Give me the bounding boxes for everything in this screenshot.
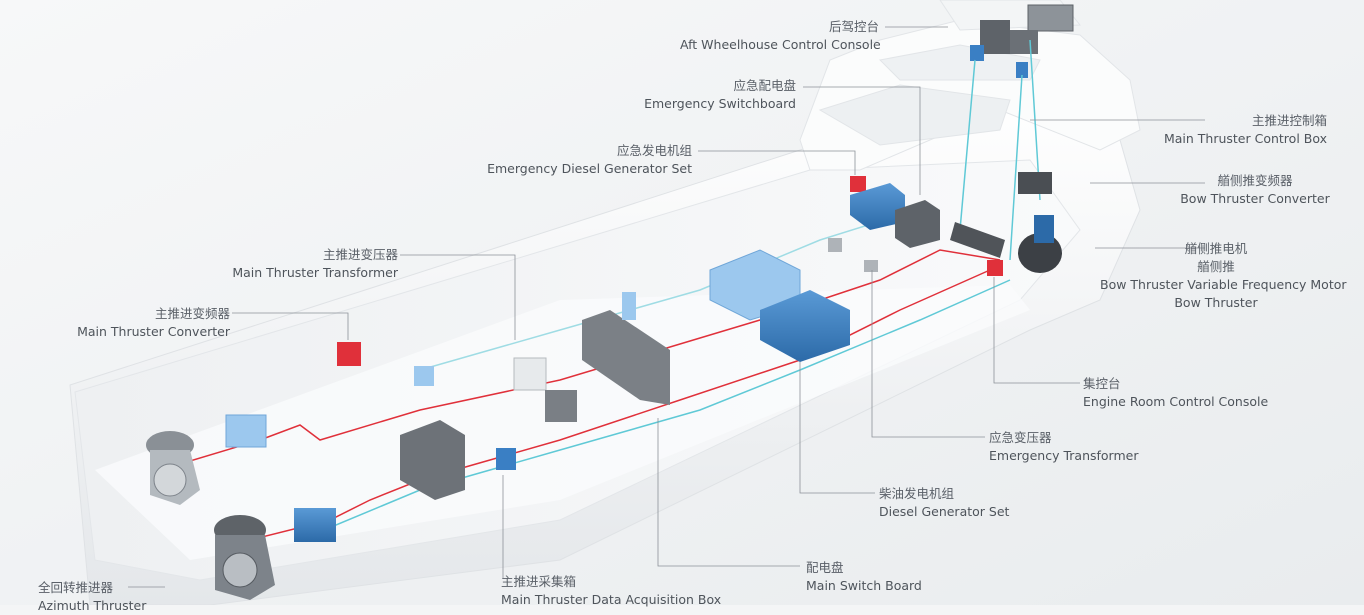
label-bow-thruster-converter: 艏侧推变频器 Bow Thruster Converter — [1180, 172, 1330, 208]
label-main-switch-board: 配电盘 Main Switch Board — [806, 559, 922, 595]
emergency-generator — [850, 183, 905, 230]
label-en: Main Switch Board — [806, 578, 922, 593]
label-zh: 主推进控制箱 — [1251, 113, 1327, 128]
main-switch-board-unit — [582, 310, 670, 405]
label-zh: 应急变压器 — [989, 430, 1052, 445]
label-main-thruster-transformer: 主推进变压器 Main Thruster Transformer — [230, 246, 398, 282]
leader-lines — [128, 26, 1205, 588]
engine-room-console-unit — [950, 222, 1005, 258]
main-thruster-converter-marker — [337, 342, 361, 366]
label-diesel-generator: 柴油发电机组 Diesel Generator Set — [879, 485, 1009, 521]
label-main-thruster-control-box: 主推进控制箱 Main Thruster Control Box — [1160, 112, 1327, 148]
engine-room-console-marker — [987, 260, 1003, 276]
label-aft-wheelhouse: 后驾控台 Aft Wheelhouse Control Console — [680, 18, 881, 54]
label-emergency-generator: 应急发电机组 Emergency Diesel Generator Set — [480, 142, 692, 178]
label-azimuth-thruster: 全回转推进器 Azimuth Thruster — [38, 579, 146, 615]
label-en: Bow Thruster Variable Frequency Motor — [1100, 277, 1347, 292]
label-zh: 集控台 — [1083, 376, 1121, 391]
cabinet-small — [545, 390, 577, 422]
label-zh: 全回转推进器 — [38, 580, 114, 595]
label-zh: 配电盘 — [806, 560, 844, 575]
label-zh: 艏侧推 — [1197, 259, 1235, 274]
bow-thruster-converter-unit — [1018, 172, 1052, 194]
label-en: Bow Thruster Converter — [1180, 191, 1330, 206]
emergency-generator-marker — [850, 176, 866, 192]
label-zh: 柴油发电机组 — [879, 486, 955, 501]
azimuth-thruster-aft — [146, 431, 200, 505]
bow-thruster-motor-unit — [1034, 215, 1054, 243]
label-en: Bow Thruster — [1174, 295, 1258, 310]
label-bow-thruster-group: 艏侧推电机 艏侧推 Bow Thruster Variable Frequenc… — [1100, 240, 1347, 312]
transformer-marker — [414, 366, 434, 386]
label-en: Emergency Diesel Generator Set — [487, 161, 692, 176]
label-en: Diesel Generator Set — [879, 504, 1010, 519]
label-zh: 主推进变频器 — [154, 306, 230, 321]
label-zh: 主推进变压器 — [322, 247, 398, 262]
label-en: Azimuth Thruster — [38, 598, 147, 613]
label-zh: 应急配电盘 — [733, 78, 796, 93]
label-en: Emergency Transformer — [989, 448, 1139, 463]
label-emergency-switchboard: 应急配电盘 Emergency Switchboard — [640, 77, 796, 113]
label-zh: 艏侧推变频器 — [1217, 173, 1293, 188]
label-zh: 主推进采集箱 — [501, 574, 577, 589]
diesel-generator — [760, 290, 850, 362]
label-en: Emergency Switchboard — [644, 96, 796, 111]
label-data-acquisition: 主推进采集箱 Main Thruster Data Acquisition Bo… — [501, 573, 721, 609]
data-acquisition-box — [496, 448, 516, 470]
label-emergency-transformer: 应急变压器 Emergency Transformer — [989, 429, 1138, 465]
label-en: Main Thruster Transformer — [232, 265, 398, 280]
label-zh: 应急发电机组 — [616, 143, 692, 158]
label-zh: 后驾控台 — [828, 19, 879, 34]
label-main-thruster-converter: 主推进变频器 Main Thruster Converter — [70, 305, 230, 341]
cabinet-aft — [400, 420, 465, 500]
label-en: Engine Room Control Console — [1083, 394, 1269, 409]
equipment — [146, 172, 1062, 600]
label-engine-room-console: 集控台 Engine Room Control Console — [1083, 375, 1268, 411]
label-zh: 艏侧推电机 — [1184, 241, 1248, 256]
label-en: Main Thruster Control Box — [1163, 131, 1327, 146]
motor-fwd — [294, 508, 336, 542]
motor-aft — [225, 414, 267, 448]
panel-small — [622, 292, 636, 320]
small-unit — [864, 260, 878, 272]
emergency-transformer-unit — [828, 238, 842, 252]
emergency-switchboard-unit — [895, 200, 940, 248]
small-transformer — [513, 357, 547, 391]
superstructure — [799, 0, 1141, 171]
label-en: Main Thruster Converter — [77, 324, 230, 339]
label-en: Aft Wheelhouse Control Console — [680, 37, 881, 52]
label-en: Main Thruster Data Acquisition Box — [501, 592, 722, 607]
azimuth-thruster-fwd — [214, 515, 275, 600]
